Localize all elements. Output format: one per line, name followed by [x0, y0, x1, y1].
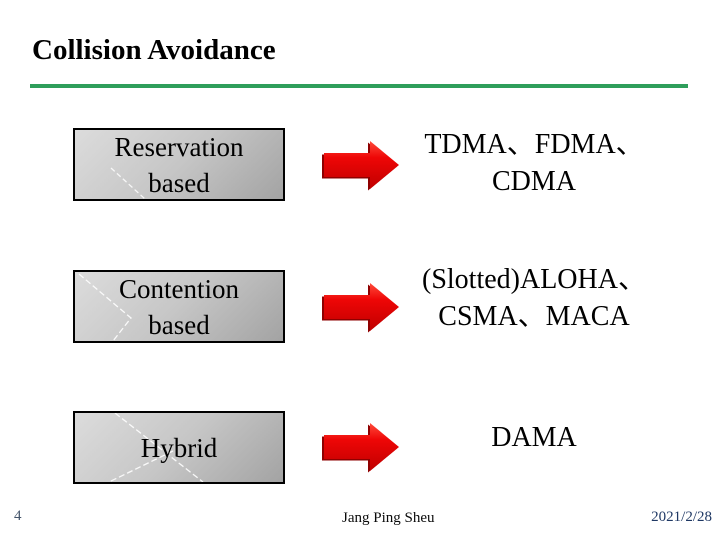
right-arrow-icon — [322, 141, 399, 191]
page-number: 4 — [14, 508, 22, 524]
category-box-hybrid: Hybrid — [73, 411, 285, 484]
box-sheen-decoration — [108, 413, 204, 482]
category-label: Hybrid — [140, 432, 218, 463]
protocols-text-contention: (Slotted)ALOHA、 CSMA、MACA — [422, 264, 646, 332]
category-box-contention-based: Contention based — [73, 270, 285, 343]
category-label: Reservation based — [114, 131, 244, 198]
category-box-reservation-based: Reservation based — [73, 128, 285, 201]
footer-author: Jang Ping Sheu — [342, 510, 435, 526]
protocols-text-reservation: TDMA、FDMA、 CDMA — [424, 129, 644, 197]
right-arrow-icon — [322, 423, 399, 473]
box-sheen-decoration — [78, 273, 132, 341]
right-arrow-icon — [322, 283, 399, 333]
title-underline — [30, 84, 688, 88]
slide-title: Collision Avoidance — [32, 34, 276, 66]
footer-date: 2021/2/28 — [651, 509, 712, 525]
category-label: Contention based — [119, 273, 239, 340]
protocols-text-hybrid: DAMA — [491, 422, 577, 453]
